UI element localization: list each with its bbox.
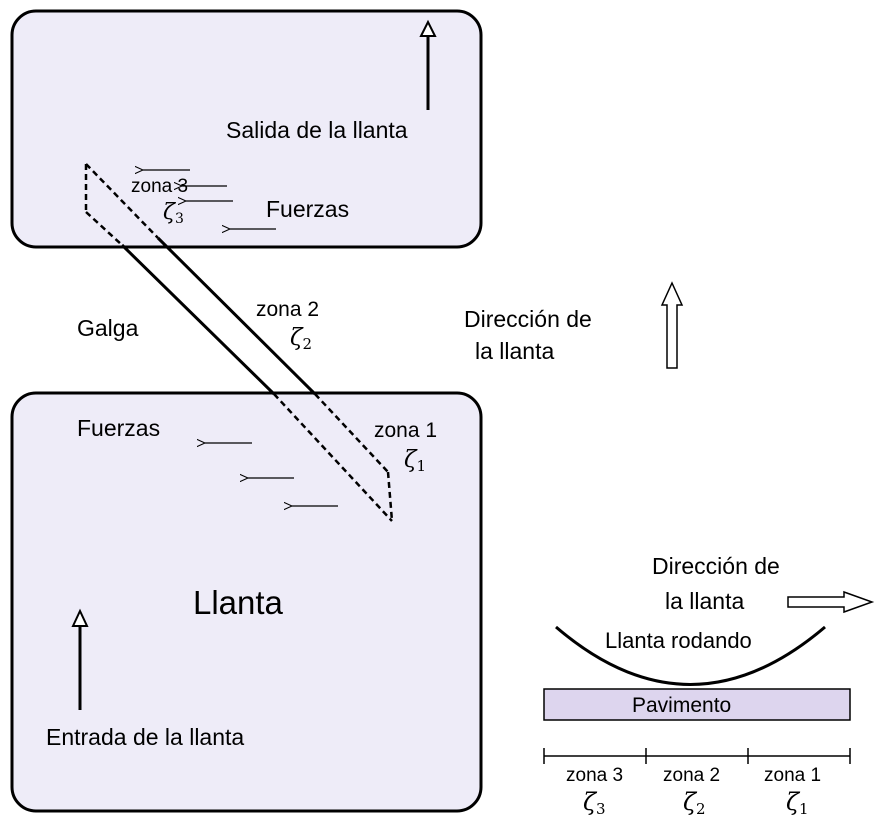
side-direction-line1: Dirección de xyxy=(652,553,780,579)
entry-label: Entrada de la llanta xyxy=(46,724,244,750)
zeta1-symbol-top: ζ1 xyxy=(404,447,426,475)
entry-forces-label: Fuerzas xyxy=(77,415,160,441)
scale-zeta2-symbol: ζ2 xyxy=(683,788,706,818)
entry-tire-box xyxy=(10,391,483,813)
zone1-label-top: zona 1 xyxy=(374,419,437,442)
direction-up-arrow xyxy=(660,281,684,369)
direction-label-line2: la llanta xyxy=(475,338,554,364)
entry-direction-arrow xyxy=(71,608,89,710)
gauge-label: Galga xyxy=(77,315,139,341)
rolling-tire-label: Llanta rodando xyxy=(605,628,752,653)
tire-title: Llanta xyxy=(193,584,284,621)
exit-forces-label: Fuerzas xyxy=(266,196,349,222)
exit-label: Salida de la llanta xyxy=(226,117,408,143)
pavement-label: Pavimento xyxy=(632,694,731,717)
rolling-tire-arc xyxy=(555,625,826,686)
zone-scale xyxy=(543,748,851,764)
direction-label-line1: Dirección de xyxy=(464,306,592,332)
zeta2-symbol: ζ2 xyxy=(290,325,312,353)
side-direction-line2: la llanta xyxy=(665,588,744,614)
exit-tire-box xyxy=(10,9,483,249)
zone3-label-top: zona 3 xyxy=(131,176,188,197)
scale-zone3-label: zona 3 xyxy=(566,765,623,786)
zeta3-symbol-top: ζ3 xyxy=(163,200,184,227)
entry-force-arrows xyxy=(205,443,338,506)
scale-zone2-label: zona 2 xyxy=(663,765,720,786)
scale-zeta3-symbol: ζ3 xyxy=(583,788,606,818)
pavement-bar xyxy=(543,688,851,721)
gauge-strip xyxy=(84,163,394,522)
scale-zeta1-symbol: ζ1 xyxy=(786,788,809,818)
zone2-label: zona 2 xyxy=(256,298,319,321)
direction-right-arrow xyxy=(787,590,875,614)
exit-direction-arrow xyxy=(419,19,437,110)
exit-force-arrows xyxy=(143,170,276,229)
scale-zone1-label: zona 1 xyxy=(764,765,821,786)
